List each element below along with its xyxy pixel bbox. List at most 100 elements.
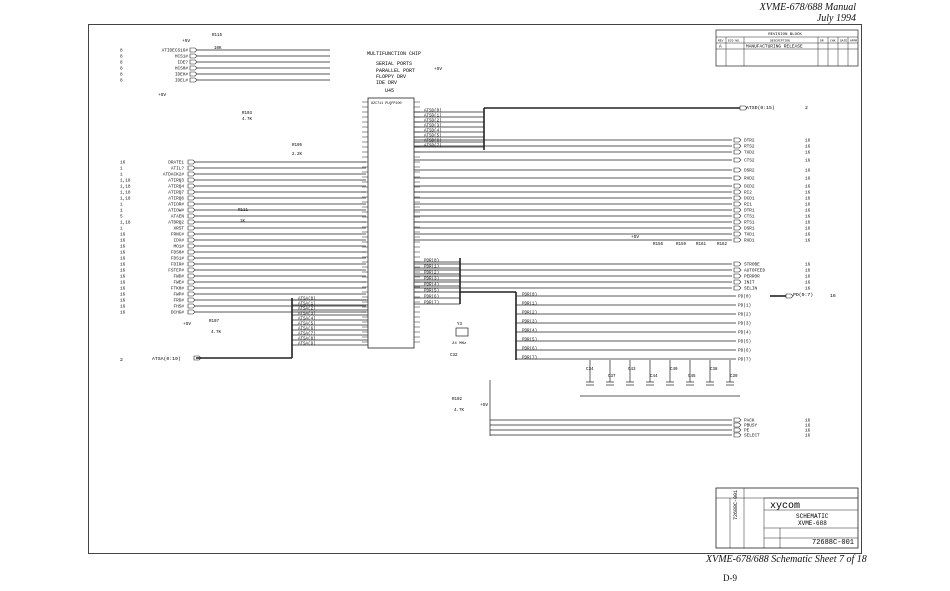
right-signal-label: RXD2 [744,177,755,182]
left-signal-connector [187,195,196,201]
left-signal-sheet: 1,18 [120,185,131,190]
parallel-ctrl-connector [733,279,742,285]
right-signal-connector [733,219,742,225]
company-logo: xycom [770,501,800,512]
pd-bus-label: PD(1) [738,304,751,309]
right-signal-label: RXD1 [744,239,755,244]
resistor-labels: R115 10K R103 4.7K R105 2.2K R111 1K R10… [209,34,728,413]
left-signal-sheet: 8 [120,73,123,78]
left-signal-sheet: 8 [120,79,123,84]
left-signal-sheet: 8 [120,67,123,72]
left-signal-connector [187,273,196,279]
r102-ref: R102 [452,398,463,402]
left-signal-label: ATIOW# [168,209,184,214]
left-signal-connector [187,285,196,291]
pdr-res-label: PDR(7) [522,356,537,361]
left-signal-connector [187,219,196,225]
rpack-4: R162 [717,243,728,247]
left-signal-connector [187,291,196,297]
right-signal-label: DTR2 [744,139,755,144]
right-signal-connector [733,189,742,195]
left-signal-connector [189,59,198,65]
left-signal-label: FTK0# [171,287,185,292]
rev-col-date: DATE [840,40,847,43]
vcc-label-1: +5V [182,38,190,44]
pd-bus-label: PD(6) [738,349,751,354]
r111-ref: R111 [238,209,249,213]
schematic-sheet [88,24,862,554]
atsa-bus-label: ATSA(7) [298,332,316,337]
right-signal-label: RTS1 [744,221,755,226]
left-signal-label: ATIL? [171,167,185,172]
atsa-main-label: ATSA(0:19) [152,356,181,362]
cap-1: C34 [586,368,594,372]
cap-3: C44 [650,375,658,379]
pd-bus-label: PD(2) [738,313,751,318]
atsd-bus-label: ATSD(5) [424,134,442,139]
left-signal-connector [189,71,198,77]
right-signal-sheet: 16 [805,145,811,150]
left-signal-connector [187,159,196,165]
status-label: SELECT [744,434,760,439]
vcc-label-5: +5V [480,402,488,408]
right-signal-sheet: 16 [805,221,811,226]
r107-val: 4.7K [211,331,222,335]
right-signal-label: CTS1 [744,215,755,220]
right-signal-sheet: 16 [805,177,811,182]
right-signal-connector [733,143,742,149]
right-signal-sheet: 16 [805,159,811,164]
status-connector [733,427,742,433]
r105-val: 2.2K [292,153,303,157]
left-signal-sheet: 1,18 [120,179,131,184]
cap-9: C32 [450,354,458,358]
left-signal-sheet: 1 [120,167,123,172]
left-signal-sheet: 16 [120,161,126,166]
left-signal-label: ATIRQ4 [168,185,184,190]
r115-val: 10K [214,47,222,51]
left-signal-sheet: 1,18 [120,191,131,196]
right-signal-label: DCD2 [744,185,755,190]
right-signal-sheet: 16 [805,185,811,190]
parallel-ctrl-sheet: 16 [805,287,811,292]
parallel-ctrl-connector [733,285,742,291]
atsa-bus-label: ATSA(5) [298,322,316,327]
left-signal-connector [187,309,196,315]
right-signal-sheet: 16 [805,215,811,220]
left-signal-label: FWE# [173,281,184,286]
atsa-bus-label: ATSA(0) [298,297,316,302]
left-signal-label: FSTEP# [168,269,184,274]
rev-col-desc: DESCRIPTION [770,40,790,43]
rev-row-rev: A [719,44,722,50]
left-signal-connector [187,303,196,309]
pd-bus-label: PD(7) [738,358,751,363]
right-signal-sheet: 16 [805,169,811,174]
left-signal-sheet: 16 [120,275,126,280]
cap-8: C39 [730,375,738,379]
cap-4: C40 [670,368,678,372]
right-signal-connector [733,167,742,173]
left-signal-connector [187,165,196,171]
left-signal-label: FRD# [173,299,184,304]
vcc-label-2: +5V [434,66,442,72]
right-signal-label: DCD1 [744,197,755,202]
status-sheet: 16 [805,434,811,439]
pdr-res-label: PDR(1) [522,302,537,307]
r102-val: 4.7K [454,409,465,413]
left-signal-sheet: 1,18 [120,221,131,226]
pdr-res-label: PDR(6) [522,347,537,352]
left-signal-label: MO1# [173,245,184,250]
title-line-2: XVME-688 [798,520,827,527]
atsd-main-label: ATSD(0:15) [746,105,775,111]
right-signal-connector [733,137,742,143]
status-connector [733,417,742,423]
vcc-symbols: +5V +5V +5V +5V +5V +5V [158,38,639,408]
left-signal-connector [187,243,196,249]
right-signal-label: RTS2 [744,145,755,150]
atsd-bus-label: ATSD(7) [424,144,442,149]
pd-bus-label: PD(5) [738,340,751,345]
left-signal-sheet: 8 [120,55,123,60]
pdr-chip-label: PDR(1) [424,265,439,270]
left-signal-sheet: 16 [120,251,126,256]
pdr-chip-label: PDR(2) [424,271,439,276]
capacitor-labels: C34 C43 C44 C40 C45 C38 C37 C39 C32 [450,354,738,379]
